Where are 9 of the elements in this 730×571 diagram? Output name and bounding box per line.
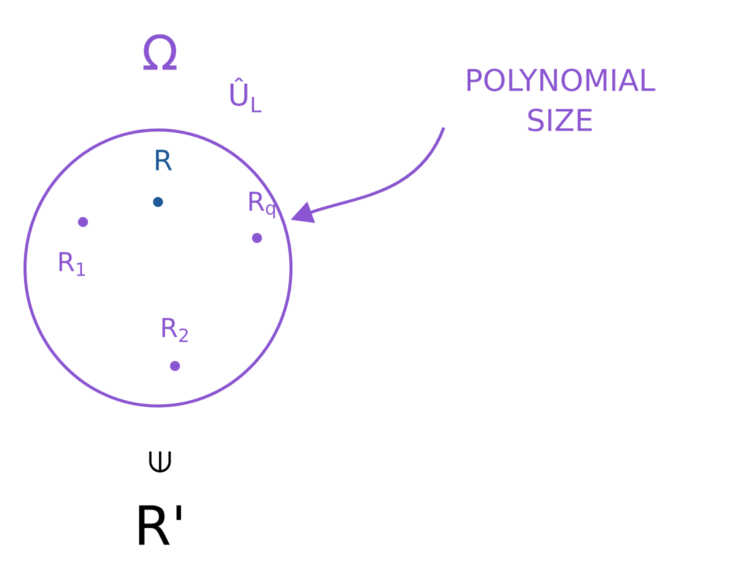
set-label: R' <box>139 505 182 545</box>
membership-symbol: ∈ <box>149 452 171 473</box>
set-ellipse <box>24 128 292 408</box>
point-label: R$_{1}$ <box>60 252 85 276</box>
point-label: R <box>156 150 172 170</box>
point-label: R$_{q}$ <box>250 192 275 218</box>
annotation-text: POLYNOMIAL SIZE <box>468 68 656 132</box>
point-label: R$_{2}$ <box>162 318 188 342</box>
omega-symbol: Ω <box>144 34 177 70</box>
